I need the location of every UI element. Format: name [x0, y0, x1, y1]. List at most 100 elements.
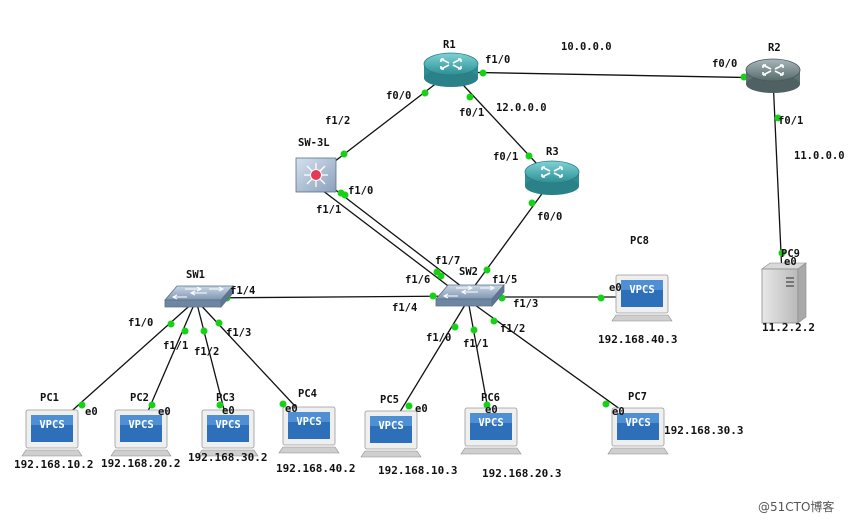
pc-pc3[interactable]: VPCS	[197, 409, 259, 457]
links	[55, 71, 783, 426]
port-sw1-f1-1: f1/1	[163, 340, 188, 352]
link-dots	[78, 69, 786, 410]
router-r1[interactable]	[423, 52, 479, 88]
port-sw3l-f1-0: f1/0	[348, 185, 373, 197]
port-pc2-e0: e0	[158, 406, 171, 418]
port-r1-f0-1: f0/1	[459, 107, 484, 119]
pc-pc6[interactable]: VPCS	[460, 407, 522, 455]
port-r1-f0-0: f0/0	[386, 90, 411, 102]
port-sw1-f1-3: f1/3	[226, 327, 251, 339]
vpcs-text: VPCS	[39, 419, 64, 431]
network-r1-r3: 12.0.0.0	[496, 102, 547, 114]
vpcs-text: VPCS	[478, 417, 503, 429]
port-sw1-f1-0: f1/0	[128, 317, 153, 329]
vpcs-text: VPCS	[128, 419, 153, 431]
link-r2-pc9	[772, 77, 783, 276]
ip-labels: 192.168.10.2 192.168.20.2 192.168.30.2 1…	[14, 321, 815, 480]
port-sw2-f1-1: f1/1	[463, 338, 488, 350]
label-pc9: PC9	[781, 248, 800, 260]
vpcs-text: VPCS	[629, 284, 654, 296]
server-pc9[interactable]	[761, 262, 807, 324]
port-sw2-f1-7: f1/7	[435, 255, 460, 267]
port-sw3l-f1-1: f1/1	[316, 204, 341, 216]
port-sw2-f1-0: f1/0	[426, 332, 451, 344]
port-sw3l-f1-2: f1/2	[325, 115, 350, 127]
port-sw2-f1-2: f1/2	[500, 323, 525, 335]
port-r3-f0-0: f0/0	[537, 211, 562, 223]
link-sw1-pc1	[55, 299, 197, 426]
switch-sw2[interactable]	[435, 284, 505, 307]
link-sw2-pc6	[467, 299, 491, 421]
router-r2[interactable]	[745, 58, 801, 94]
ip-pc1: 192.168.10.2	[14, 458, 93, 471]
label-sw1: SW1	[186, 269, 205, 281]
port-sw2-f1-3: f1/3	[513, 298, 538, 310]
label-sw3l: SW-3L	[298, 137, 330, 149]
network-r2-pc9: 11.0.0.0	[794, 150, 845, 162]
device-labels: R1 R2 R3 SW-3L SW1 SW2 PC1 PC2 PC3 PC4 P…	[40, 39, 800, 406]
ip-pc8: 192.168.40.3	[598, 333, 677, 346]
port-sw2-f1-4: f1/4	[392, 302, 417, 314]
port-r2-f0-0: f0/0	[712, 58, 737, 70]
pc-pc4[interactable]: VPCS	[278, 406, 340, 454]
ip-pc7: 192.168.30.3	[664, 424, 743, 437]
label-r3: R3	[546, 146, 559, 158]
network-labels: 10.0.0.0 12.0.0.0 11.0.0.0	[496, 41, 845, 162]
vpcs-text: VPCS	[378, 420, 403, 432]
vpcs-text: VPCS	[296, 416, 321, 428]
label-pc1: PC1	[40, 392, 59, 404]
label-pc3: PC3	[216, 392, 235, 404]
link-sw1-sw2	[195, 295, 469, 299]
network-r1-r2: 10.0.0.0	[561, 41, 612, 53]
pc-pc5[interactable]: VPCS	[360, 410, 422, 458]
link-r3-sw2	[467, 179, 553, 296]
pc-pc8[interactable]: VPCS	[611, 274, 673, 322]
switch-sw3l[interactable]	[295, 157, 337, 193]
vpcs-text: VPCS	[215, 419, 240, 431]
label-r1: R1	[443, 39, 456, 51]
port-pc3-e0: e0	[222, 405, 235, 417]
label-pc5: PC5	[380, 394, 399, 406]
label-pc2: PC2	[130, 392, 149, 404]
label-pc8: PC8	[630, 235, 649, 247]
ip-pc4: 192.168.40.2	[276, 462, 355, 475]
port-pc1-e0: e0	[85, 406, 98, 418]
port-pc9-e0: e0	[784, 256, 797, 268]
port-labels: f1/0 f0/0 f0/1 f0/0 f0/1 f0/1 f0/0 f1/2 …	[85, 54, 803, 418]
pc-pc2[interactable]: VPCS	[110, 409, 172, 457]
port-sw2-f1-5: f1/5	[492, 274, 517, 286]
router-r3[interactable]	[524, 160, 580, 196]
watermark: @51CTO博客	[758, 499, 834, 514]
label-pc4: PC4	[298, 388, 317, 400]
port-sw1-f1-2: f1/2	[194, 346, 219, 358]
port-r3-f0-1: f0/1	[493, 151, 518, 163]
switch-sw1[interactable]	[164, 285, 234, 308]
link-r1-sw3l	[316, 71, 452, 176]
port-pc7-e0: e0	[612, 406, 625, 418]
port-r2-f0-1: f0/1	[778, 115, 803, 127]
pc-pc1[interactable]: VPCS	[21, 409, 83, 457]
port-sw2-f1-6: f1/6	[405, 274, 430, 286]
pc-pc7[interactable]: VPCS	[607, 407, 669, 455]
label-pc7: PC7	[628, 391, 647, 403]
port-sw1-f1-4: f1/4	[230, 285, 255, 297]
port-pc8-e0: e0	[609, 282, 622, 294]
port-r1-f1-0: f1/0	[485, 54, 510, 66]
link-sw2-pc5	[391, 299, 469, 426]
vpcs-text: VPCS	[625, 417, 650, 429]
label-pc6: PC6	[481, 392, 500, 404]
label-sw2: SW2	[459, 266, 478, 278]
port-pc4-e0: e0	[285, 403, 298, 415]
ip-pc2: 192.168.20.2	[101, 457, 180, 470]
label-r2: R2	[768, 42, 781, 54]
port-pc5-e0: e0	[415, 403, 428, 415]
ip-pc3: 192.168.30.2	[188, 451, 267, 464]
ip-pc9: 11.2.2.2	[762, 321, 815, 334]
link-r1-r3	[450, 71, 553, 181]
link-r1-r2	[450, 71, 774, 79]
link-sw1-pc4	[195, 299, 309, 421]
port-pc6-e0: e0	[485, 404, 498, 416]
ip-pc6: 192.168.20.3	[482, 467, 561, 480]
link-sw3l-sw2-b	[313, 183, 465, 299]
